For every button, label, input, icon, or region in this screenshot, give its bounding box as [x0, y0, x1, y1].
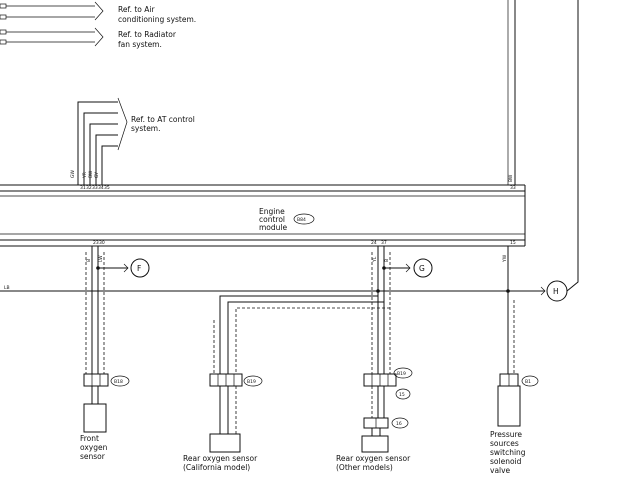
- rear-o2-other-harness: YL B: [371, 246, 411, 374]
- rear-o2-other-line2: (Other models): [336, 463, 393, 472]
- ecm-label-line3: module: [259, 223, 287, 232]
- ref-radiator-line2: fan system.: [118, 40, 162, 49]
- wire-code-at-3: BW: [88, 170, 94, 178]
- wire-code-at-2: YR: [82, 172, 88, 179]
- connector-15: 15: [371, 386, 411, 418]
- connector-b18-label: B18: [114, 379, 123, 385]
- wire-code-top-right: BW: [508, 174, 514, 182]
- connector-b19-right: B19: [363, 367, 413, 387]
- rear-o2-ca-harness: [213, 295, 390, 374]
- wire-code-at-1: GW: [70, 170, 76, 178]
- pressure-valve-line4: solenoid: [490, 457, 522, 466]
- junction-f: F: [130, 258, 150, 278]
- pressure-valve-harness: YW: [502, 246, 515, 374]
- junction-g-label: G: [419, 264, 425, 273]
- ref-air-line2: conditioning system.: [118, 15, 196, 24]
- junction-h: H: [540, 280, 568, 302]
- rear-o2-other-line1: Rear oxygen sensor: [336, 454, 411, 463]
- pin-bottom-24: 24: [371, 240, 377, 246]
- junction-g: G: [413, 258, 433, 278]
- ecm-label-line1: Engine: [259, 207, 285, 216]
- front-o2-harness: B LW: [85, 246, 129, 374]
- connector-b19-right-label: B19: [397, 371, 406, 377]
- pressure-valve-line2: sources: [490, 439, 519, 448]
- ref-radiator-line1: Ref. to Radiator: [118, 30, 177, 39]
- engine-control-module: Engine control module B84: [0, 184, 526, 247]
- connector-b19-left-label: B19: [247, 379, 256, 385]
- pin-top-right: 33: [510, 185, 516, 191]
- ref-at-line2: system.: [131, 124, 161, 133]
- pin-top-32: 32: [86, 185, 92, 191]
- pin-bottom-30: 30: [99, 240, 105, 246]
- front-o2-line2: oxygen: [80, 443, 108, 452]
- wire-code-left-h: LB: [4, 285, 10, 291]
- junction-f-label: F: [137, 264, 141, 273]
- ref-air-conditioning: Ref. to Air conditioning system.: [0, 1, 196, 24]
- front-o2-line1: Front: [80, 434, 99, 443]
- connector-b18: B18: [83, 373, 130, 387]
- connector-16: 16: [363, 417, 409, 429]
- right-frame-wires: BW: [507, 0, 579, 292]
- rear-o2-ca-sensor: Rear oxygen sensor (California model): [183, 386, 258, 472]
- front-o2-sensor: Front oxygen sensor: [80, 386, 108, 461]
- ref-at-control: Ref. to AT control system. GW YR BW GY: [70, 97, 195, 185]
- ref-air-line1: Ref. to Air: [118, 5, 155, 14]
- connector-b1-label: B1: [525, 379, 531, 385]
- pin-top-35: 35: [104, 185, 110, 191]
- ecm-code: B84: [297, 217, 306, 223]
- pin-bottom-37: 37: [381, 240, 387, 246]
- ref-at-line1: Ref. to AT control: [131, 115, 195, 124]
- connector-b1: B1: [499, 373, 539, 387]
- pressure-valve-line5: valve: [490, 466, 511, 475]
- pressure-valve-line1: Pressure: [490, 430, 522, 439]
- pin-top-34: 34: [98, 185, 104, 191]
- wire-code-f-2: LW: [98, 255, 104, 262]
- pin-bottom-15: 15: [510, 240, 516, 246]
- ref-radiator-fan: Ref. to Radiator fan system.: [0, 27, 177, 49]
- wire-code-g-1: YL: [372, 256, 378, 263]
- h-bus: LB: [0, 285, 545, 293]
- junction-h-label: H: [553, 287, 559, 296]
- ecm-top-pins: 31 32 33 34 35 33: [80, 185, 516, 191]
- rear-o2-ca-line2: (California model): [183, 463, 250, 472]
- wire-code-h-valve: YW: [502, 254, 508, 263]
- rear-o2-ca-line1: Rear oxygen sensor: [183, 454, 258, 463]
- rear-o2-other-sensor: Rear oxygen sensor (Other models): [336, 428, 411, 472]
- ecm-label-line2: control: [259, 215, 285, 224]
- pin-top-33: 33: [92, 185, 98, 191]
- pin-bottom-23: 23: [93, 240, 99, 246]
- pressure-valve: Pressure sources switching solenoid valv…: [490, 385, 526, 475]
- wire-code-at-4: GY: [94, 172, 100, 178]
- ecm-bottom-pins: 23 30 24 37 15: [93, 240, 516, 246]
- front-o2-line3: sensor: [80, 452, 106, 461]
- wire-code-g-2: B: [384, 259, 390, 262]
- pressure-valve-line3: switching: [490, 448, 526, 457]
- wire-code-f-1: B: [86, 259, 92, 262]
- connector-16-label: 16: [396, 421, 402, 427]
- connector-15-label: 15: [399, 392, 405, 398]
- connector-b19-left: B19: [209, 373, 263, 387]
- pin-top-31: 31: [80, 185, 86, 191]
